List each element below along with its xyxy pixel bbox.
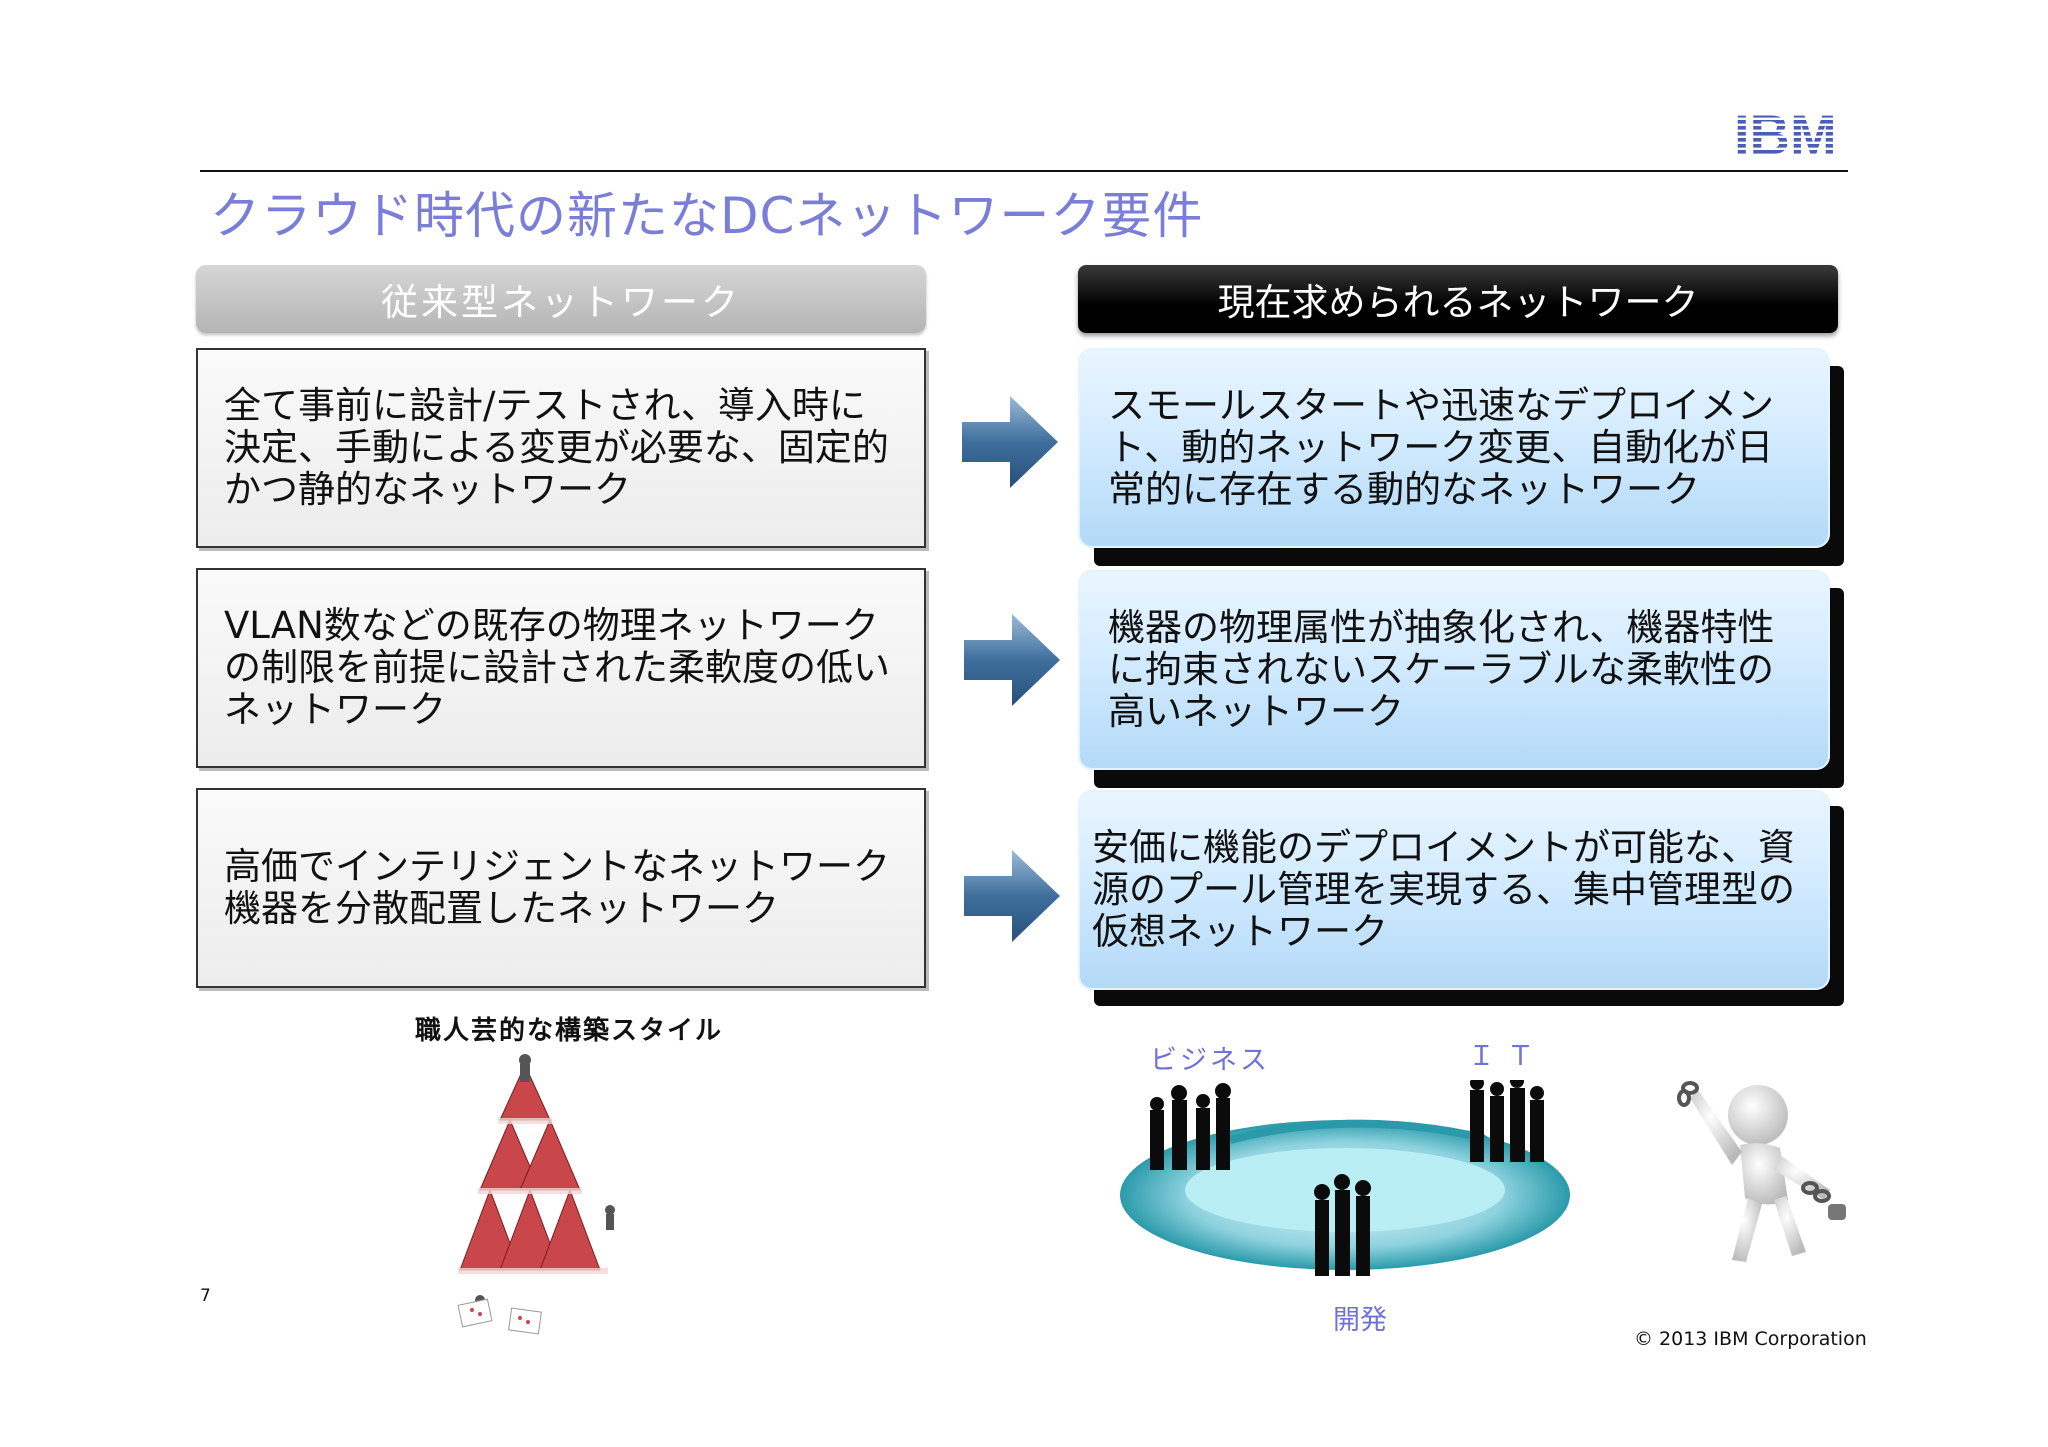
modern-item-2-text: 機器の物理属性が抽象化され、機器特性に拘束されないスケーラブルな柔軟性の高いネッ… (1108, 606, 1775, 733)
legacy-item-1: 全て事前に設計/テストされ、導入時に決定、手動による変更が必要な、固定的かつ静的… (196, 348, 926, 548)
collaboration-ring-illustration (1120, 1080, 1570, 1276)
arrow-right-icon (962, 396, 1058, 488)
breaking-chains-figure (1677, 1081, 1846, 1262)
arrow-right-icon (964, 614, 1060, 706)
legacy-item-2: VLAN数などの既存の物理ネットワークの制限を前提に設計された柔軟度の低いネット… (196, 568, 926, 768)
modern-item-3: 安価に機能のデプロイメントが可能な、資源のプール管理を実現する、集中管理型の仮想… (1078, 790, 1830, 990)
modern-item-1-text: スモールスタートや迅速なデプロイメント、動的ネットワーク変更、自動化が日常的に存… (1108, 384, 1774, 511)
legacy-item-3-text: 高価でインテリジェントなネットワーク機器を分散配置したネットワーク (224, 845, 890, 930)
modern-item-3-text: 安価に機能のデプロイメントが可能な、資源のプール管理を実現する、集中管理型の仮想… (1092, 826, 1795, 953)
page-number: 7 (200, 1286, 211, 1306)
legacy-item-1-text: 全て事前に設計/テストされ、導入時に決定、手動による変更が必要な、固定的かつ静的… (224, 384, 889, 511)
legacy-network-header: 従来型ネットワーク (196, 265, 926, 333)
page-title: クラウド時代の新たなDCネットワーク要件 (210, 187, 1204, 245)
modern-item-2: 機器の物理属性が抽象化され、機器特性に拘束されないスケーラブルな柔軟性の高いネッ… (1078, 570, 1830, 770)
it-label: ＩＴ (1468, 1041, 1546, 1072)
header-rule (200, 170, 1848, 172)
house-of-cards-illustration (457, 1054, 615, 1335)
legacy-style-caption: 職人芸的な構築スタイル (415, 1016, 724, 1046)
modern-network-header: 現在求められるネットワーク (1078, 265, 1838, 333)
arrow-right-icon (964, 850, 1060, 942)
modern-item-1: スモールスタートや迅速なデプロイメント、動的ネットワーク変更、自動化が日常的に存… (1078, 348, 1830, 548)
ibm-logo: IBM (1734, 108, 1837, 158)
copyright: © 2013 IBM Corporation (1634, 1328, 1867, 1350)
development-label: 開発 (1333, 1305, 1387, 1336)
svg-text:IBM: IBM (1734, 108, 1837, 158)
legacy-item-2-text: VLAN数などの既存の物理ネットワークの制限を前提に設計された柔軟度の低いネット… (224, 604, 890, 731)
business-label: ビジネス (1150, 1045, 1270, 1076)
legacy-item-3: 高価でインテリジェントなネットワーク機器を分散配置したネットワーク (196, 788, 926, 988)
